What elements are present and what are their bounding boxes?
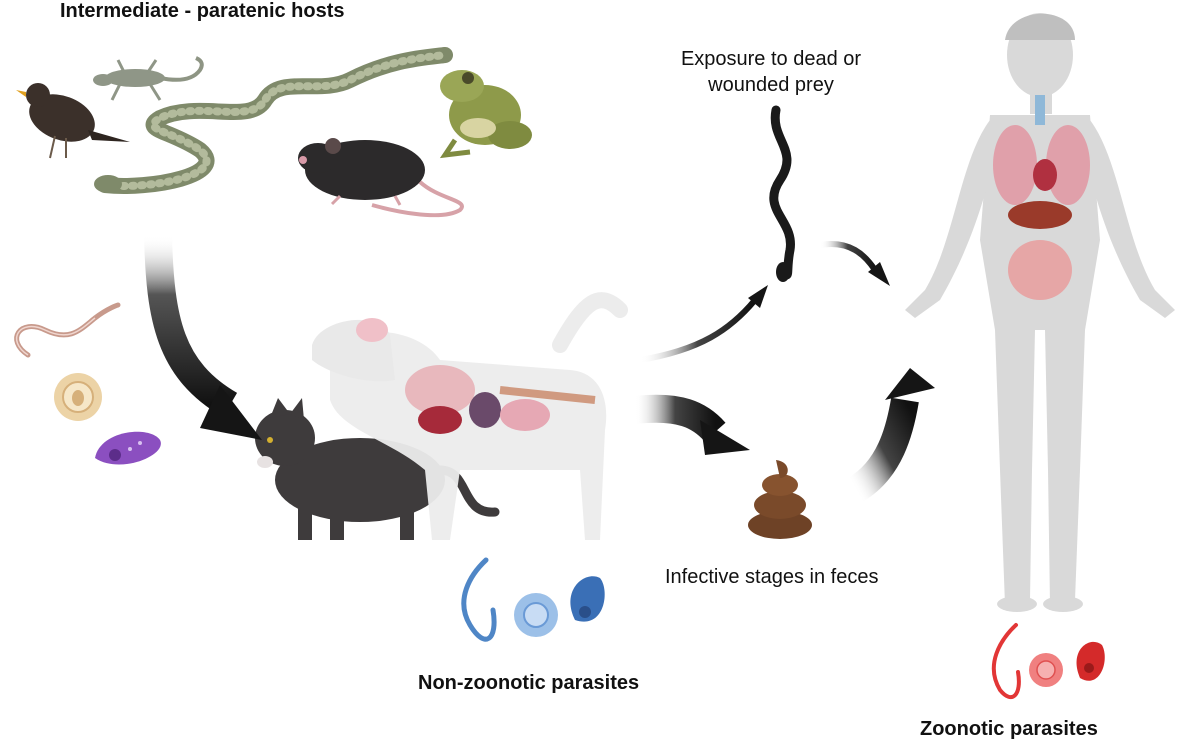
prey-snake-icon bbox=[769, 105, 795, 282]
dog-liver bbox=[418, 406, 462, 434]
human-icon bbox=[905, 13, 1175, 612]
lizard-icon bbox=[93, 56, 204, 101]
red-protozoa-icon bbox=[1076, 641, 1105, 681]
hosts-title: Intermediate - paratenic hosts bbox=[60, 0, 345, 22]
prey-label-line-1: Exposure to dead or bbox=[680, 48, 862, 70]
arrow-pets-to-feces bbox=[633, 394, 750, 455]
dog-icon bbox=[312, 292, 628, 540]
human-lung-right bbox=[1046, 125, 1090, 205]
feces-icon bbox=[748, 460, 812, 539]
red-cyst-icon bbox=[1029, 653, 1063, 687]
prey-label-line-2: wounded prey bbox=[708, 74, 834, 96]
host-worm-icon bbox=[14, 302, 121, 358]
snake-icon bbox=[94, 47, 453, 194]
host-protozoa-icon bbox=[95, 431, 161, 465]
arrow-feces-to-human bbox=[847, 368, 935, 503]
frog-icon bbox=[439, 70, 532, 159]
blue-protozoa-icon bbox=[570, 576, 605, 622]
dog-lungs bbox=[405, 365, 475, 415]
bird-icon bbox=[16, 83, 130, 159]
arrow-prey-to-human bbox=[819, 241, 890, 286]
red-worm-icon bbox=[991, 623, 1021, 699]
prey-exposure-label: Exposure to dead or wounded prey bbox=[655, 46, 887, 98]
zoonotic-label: Zoonotic parasites bbox=[920, 718, 1098, 740]
blue-worm-icon bbox=[461, 557, 497, 642]
feces-label: Infective stages in feces bbox=[665, 566, 879, 588]
human-lung-left bbox=[993, 125, 1037, 205]
mouse-icon bbox=[298, 138, 464, 218]
arrow-pets-to-prey bbox=[639, 285, 768, 363]
non-zoonotic-label: Non-zoonotic parasites bbox=[418, 672, 640, 694]
arrow-hosts-to-pets bbox=[144, 234, 262, 440]
host-cyst-icon bbox=[54, 373, 102, 421]
blue-cyst-icon bbox=[514, 593, 558, 637]
